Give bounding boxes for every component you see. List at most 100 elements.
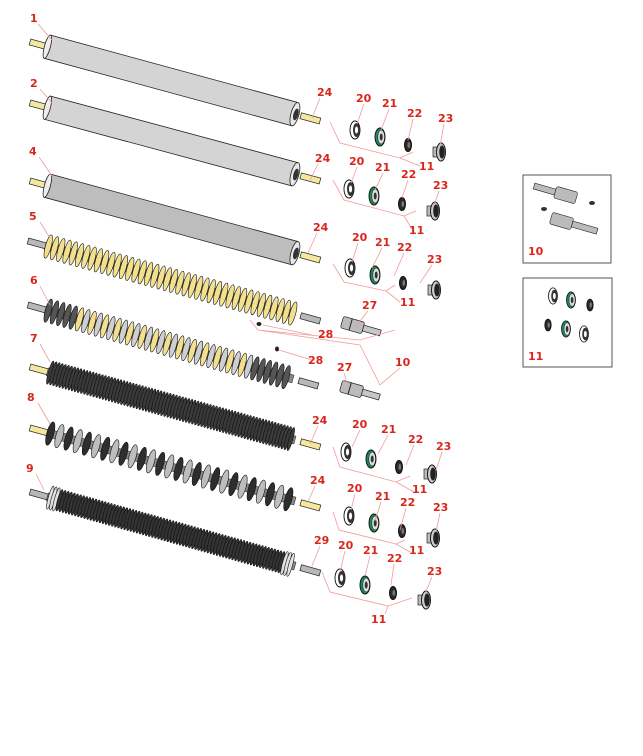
callout-label[interactable]: 21 (381, 423, 396, 436)
callout-label[interactable]: 24 (315, 152, 331, 165)
seal-21[interactable] (566, 291, 576, 309)
leader-line (39, 343, 51, 363)
set-screw-28[interactable] (256, 322, 262, 326)
seal-22[interactable] (398, 197, 406, 211)
roller-4[interactable] (27, 169, 323, 271)
callout-label[interactable]: 7 (30, 332, 38, 345)
callout-label[interactable]: 4 (29, 145, 37, 158)
callout-label[interactable]: 21 (375, 236, 390, 249)
bearing-20[interactable] (349, 120, 361, 140)
callout-label[interactable]: 11 (409, 224, 424, 237)
callout-label[interactable]: 22 (407, 107, 422, 120)
seal-22[interactable] (395, 460, 403, 474)
drive-shaft-27[interactable] (340, 316, 382, 339)
seal-21[interactable] (374, 127, 386, 147)
seal-22[interactable] (404, 138, 412, 152)
inset-kit-11[interactable]: 11 (522, 277, 613, 368)
callout-label[interactable]: 11 (409, 544, 424, 557)
callout-label[interactable]: 11 (419, 160, 434, 173)
seal-22[interactable] (398, 524, 406, 538)
roller-8[interactable] (27, 416, 323, 519)
seal-22[interactable] (389, 586, 397, 600)
callout-label[interactable]: 22 (401, 168, 416, 181)
roller-5[interactable] (25, 229, 323, 332)
callout-label[interactable]: 11 (400, 296, 415, 309)
callout-label[interactable]: 21 (363, 544, 378, 557)
callout-label[interactable]: 23 (436, 440, 451, 453)
callout-label[interactable]: 22 (397, 241, 412, 254)
roller-6[interactable] (25, 293, 321, 397)
callout-label[interactable]: 24 (317, 86, 333, 99)
roller-1[interactable] (27, 30, 323, 132)
callout-label[interactable]: 21 (382, 97, 397, 110)
callout-label[interactable]: 22 (387, 552, 402, 565)
seal-21[interactable] (359, 575, 371, 595)
bearing-20[interactable] (334, 568, 346, 588)
callout-label[interactable]: 24 (312, 414, 328, 427)
cap-23[interactable] (417, 590, 431, 610)
callout-label[interactable]: 22 (408, 433, 423, 446)
bearing-20[interactable] (344, 258, 356, 278)
callout-label[interactable]: 23 (433, 501, 448, 514)
bearing-20[interactable] (340, 442, 352, 462)
bearing-20[interactable] (343, 506, 355, 526)
seal-21[interactable] (368, 513, 380, 533)
callout-label[interactable]: 27 (337, 361, 352, 374)
callout-label[interactable]: 11 (412, 483, 427, 496)
callout-label[interactable]: 20 (338, 539, 354, 552)
callout-label[interactable]: 11 (371, 613, 386, 626)
bearing-20[interactable] (579, 325, 589, 343)
callout-label[interactable]: 23 (427, 253, 442, 266)
callout-label[interactable]: 20 (356, 92, 372, 105)
callout-label[interactable]: 20 (352, 418, 368, 431)
cap-23[interactable] (423, 464, 437, 484)
leader-line (332, 446, 415, 493)
cap-23[interactable] (427, 280, 441, 300)
bearing-20[interactable] (548, 287, 558, 305)
roller-7[interactable] (27, 355, 323, 458)
seal-21[interactable] (369, 265, 381, 285)
callout-label[interactable]: 20 (347, 482, 363, 495)
cap-23[interactable] (426, 528, 440, 548)
callout-label[interactable]: 21 (375, 161, 390, 174)
bearing-20[interactable] (343, 179, 355, 199)
callout-label[interactable]: 24 (310, 474, 326, 487)
seal-22[interactable] (399, 276, 407, 290)
callout-label[interactable]: 20 (349, 155, 365, 168)
callout-label[interactable]: 5 (29, 210, 37, 223)
callout-label[interactable]: 20 (352, 231, 368, 244)
set-screw-28[interactable] (275, 346, 279, 352)
callout-label[interactable]: 24 (313, 221, 329, 234)
callout-label[interactable]: 10 (395, 356, 411, 369)
cap-23[interactable] (426, 201, 440, 221)
callout-label[interactable]: 23 (433, 179, 448, 192)
callout-label[interactable]: 23 (438, 112, 453, 125)
callout-label[interactable]: 21 (375, 490, 390, 503)
roller-2[interactable] (27, 91, 323, 192)
seal-22[interactable] (544, 318, 552, 332)
drive-shaft-27[interactable] (339, 380, 381, 403)
callout-label[interactable]: 9 (26, 462, 34, 475)
callout-label[interactable]: 28 (318, 328, 333, 341)
cap-23[interactable] (432, 142, 446, 162)
callout-label[interactable]: 28 (308, 354, 323, 367)
callout-label[interactable]: 2 (30, 77, 38, 90)
inset-frame (522, 277, 613, 368)
roller-ring (200, 342, 210, 367)
callout-label[interactable]: 23 (427, 565, 442, 578)
callout-label[interactable]: 6 (30, 274, 38, 287)
callout-label[interactable]: 1 (30, 12, 38, 25)
seal-21[interactable] (561, 320, 571, 338)
callout-label[interactable]: 29 (314, 534, 329, 547)
roller-ring (87, 311, 97, 335)
callout-label[interactable]: 8 (27, 391, 35, 404)
roller-ring (288, 301, 298, 326)
callout-label[interactable]: 22 (400, 496, 415, 509)
seal-21[interactable] (368, 186, 380, 206)
seal-21[interactable] (365, 449, 377, 469)
inset-kit-10[interactable]: 10 (522, 174, 612, 264)
roller-ring (168, 333, 179, 358)
callout-label[interactable]: 27 (362, 299, 377, 312)
seal-22[interactable] (586, 298, 594, 312)
roller-9[interactable] (27, 480, 323, 584)
